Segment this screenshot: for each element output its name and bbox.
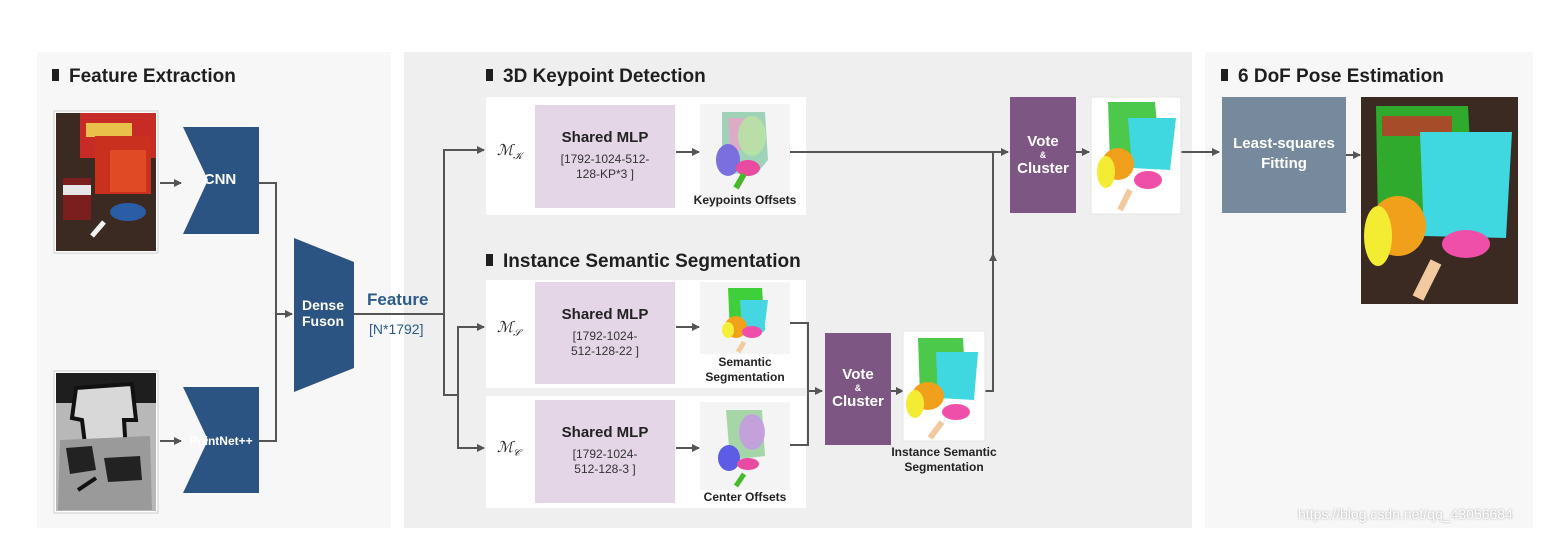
- keypoints-offsets-caption: Keypoints Offsets: [693, 193, 797, 207]
- shared-mlp-keypoint: Shared MLP [1792-1024-512-128-KP*3 ]: [535, 105, 675, 208]
- feature-label: Feature: [367, 290, 429, 309]
- m-s-symbol: ℳ𝒮: [497, 318, 521, 339]
- depth-image: [53, 370, 159, 514]
- pointnet-block: [183, 387, 259, 493]
- dense-fusion-block: [294, 238, 354, 392]
- vote-cluster-keypoints: Vote & Cluster: [1010, 97, 1076, 213]
- final-pose-image: [1361, 97, 1518, 304]
- pose-estimation-title: 6 DoF Pose Estimation: [1221, 66, 1444, 88]
- center-offsets-cloud: [700, 402, 790, 490]
- instance-segmentation-title: Instance Semantic Segmentation: [486, 251, 801, 273]
- cnn-block: [183, 127, 259, 234]
- feature-dim-label: [N*1792]: [369, 321, 424, 337]
- dense-fusion-label: Dense Fuson: [301, 297, 345, 329]
- feature-extraction-title: Feature Extraction: [52, 66, 236, 88]
- shared-mlp-semantic: Shared MLP [1792-1024-512-128-22 ]: [535, 282, 675, 384]
- keypoint-offsets-cloud: [700, 104, 790, 208]
- rgb-image: [53, 110, 159, 254]
- vote-cluster-instance: Vote & Cluster: [825, 333, 891, 445]
- clustered-keypoints-cloud: [1090, 96, 1182, 215]
- center-offsets-caption: Center Offsets: [703, 490, 787, 504]
- cnn-label: CNN: [203, 171, 237, 188]
- watermark: https://blog.csdn.net/qq_43056684: [1298, 506, 1513, 522]
- semantic-segmentation-cloud: [700, 282, 790, 354]
- pointnet-label: PointNet++: [189, 434, 253, 448]
- instance-segmentation-cloud: [902, 330, 986, 442]
- keypoint-detection-title: 3D Keypoint Detection: [486, 66, 706, 88]
- m-c-symbol: ℳ𝒞: [497, 438, 521, 459]
- least-squares-block: Least-squares Fitting: [1222, 97, 1346, 213]
- m-k-symbol: ℳ𝒦: [497, 141, 523, 162]
- shared-mlp-center: Shared MLP [1792-1024-512-128-3 ]: [535, 400, 675, 503]
